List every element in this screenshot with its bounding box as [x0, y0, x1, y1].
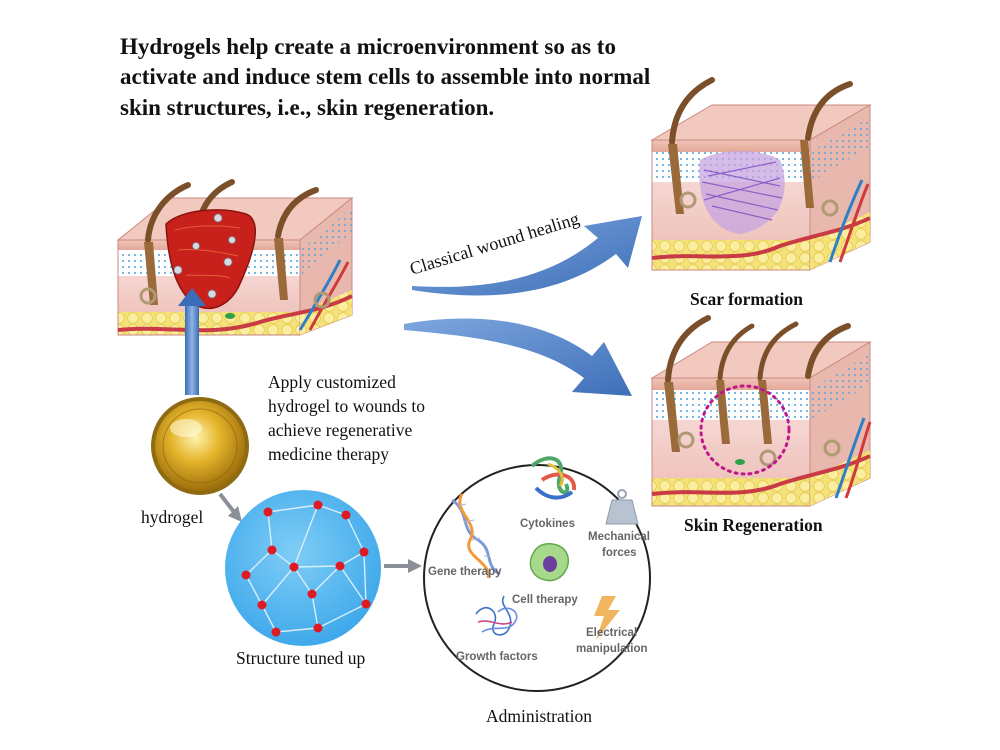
electrical-label: manipulation — [576, 643, 648, 655]
title-line: Hydrogels help create a microenvironment… — [120, 34, 616, 59]
lightning-icon — [594, 596, 620, 640]
wounded-skin-illustration — [116, 179, 354, 336]
mechanical-forces-label: forces — [602, 547, 637, 559]
application-line: Apply customized — [268, 372, 396, 392]
protein-icon — [530, 456, 577, 500]
application-text: Apply customized hydrogel to wounds to a… — [268, 372, 425, 464]
electrical-label: Electrical — [586, 627, 637, 639]
administration-label: Administration — [486, 706, 592, 726]
skin-regeneration-label: Skin Regeneration — [684, 515, 823, 535]
growth-factor-icon — [475, 595, 518, 636]
application-line: achieve regenerative — [268, 420, 413, 440]
growth-factors-label: Growth factors — [456, 651, 538, 663]
regenerated-skin-illustration — [650, 315, 872, 507]
title-line: skin structures, i.e., skin regeneration… — [120, 95, 494, 120]
structure-tuned-label: Structure tuned up — [236, 648, 366, 668]
hydrogel-network — [225, 490, 381, 646]
dna-icon — [451, 493, 501, 579]
cell-therapy-label: Cell therapy — [512, 594, 578, 606]
weight-icon — [605, 489, 639, 525]
cytokines-label: Cytokines — [520, 518, 575, 530]
cell-icon — [529, 543, 569, 582]
application-arrow — [178, 288, 206, 395]
administration-circle: Gene therapy Cytokines Mechanical forces… — [423, 456, 651, 692]
network-to-administration-arrow — [384, 559, 422, 573]
scar-skin-illustration — [650, 77, 872, 271]
title-line: activate and induce stem cells to assemb… — [120, 64, 650, 89]
application-line: medicine therapy — [268, 444, 389, 464]
application-line: hydrogel to wounds to — [268, 396, 425, 416]
regeneration-arrow — [404, 318, 632, 396]
hydrogel-label: hydrogel — [141, 507, 203, 527]
scar-tissue — [699, 151, 785, 234]
hydrogel-disc — [151, 397, 249, 495]
wound-area — [165, 209, 257, 309]
scar-formation-label: Scar formation — [690, 289, 803, 309]
hydrogel-to-network-arrow — [218, 492, 242, 522]
classical-healing-arrow — [412, 216, 642, 296]
regenerated-region-marker — [699, 384, 791, 476]
mechanical-forces-label: Mechanical — [588, 531, 650, 543]
title-block: Hydrogels help create a microenvironment… — [120, 34, 650, 120]
gene-therapy-label: Gene therapy — [428, 566, 502, 578]
